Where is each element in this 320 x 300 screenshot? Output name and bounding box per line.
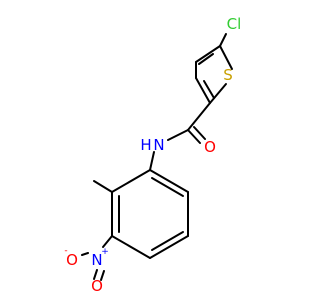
bond-nitro-n-o-double-2 — [100, 270, 105, 281]
bond-c3-c2-double — [195, 77, 211, 104]
bond-b3-b4 — [149, 235, 189, 259]
nitro-oxygen-charge: - — [64, 246, 67, 256]
bond-c2-s — [209, 83, 227, 104]
bond-carbonyl-o-1 — [187, 129, 201, 144]
bond-carbonyl-o-2 — [193, 126, 206, 140]
nitro-nitrogen-label: N — [91, 251, 102, 269]
bond-b1-b2 — [149, 169, 189, 193]
bond-n-c1-benzene — [149, 151, 155, 171]
amide-nitrogen-label: N — [153, 136, 164, 154]
bond-s-c5 — [219, 45, 233, 70]
chlorine-atom-label: Cl — [227, 15, 242, 33]
carbonyl-oxygen-label: O — [204, 138, 216, 156]
bond-b6-methyl — [93, 180, 113, 193]
bond-c5-c4-double-inner — [198, 53, 214, 65]
bond-b1-b2-inner — [151, 177, 184, 197]
amide-hydrogen-label: H — [140, 136, 151, 154]
sulfur-atom-label: S — [223, 66, 233, 84]
bond-nitro-n-o-double-1 — [93, 269, 98, 280]
bond-b3-b4-inner — [151, 231, 184, 251]
bond-b4-b5 — [111, 235, 151, 259]
nitro-oxygen-double-label: O — [91, 277, 103, 295]
molecule-canvas: Cl S O N H N + O - O — [64, 15, 242, 295]
bond-b6-b1 — [111, 169, 151, 193]
bond-nitro-n-o-minus — [81, 252, 89, 256]
molecule-structure: Cl S O N H N + O - O — [64, 15, 242, 295]
bond-carbonyl-n — [167, 129, 189, 141]
bond-c3-c2-double-inner — [203, 80, 215, 99]
nitro-nitrogen-charge: + — [101, 247, 109, 257]
bond-b5-nitro-n — [102, 235, 113, 248]
nitro-oxygen-minus-label: O — [66, 251, 78, 269]
bond-c2-carbonyl — [187, 102, 211, 131]
bond-c5-cl — [219, 33, 227, 47]
bond-c5-c4-double — [195, 45, 221, 63]
